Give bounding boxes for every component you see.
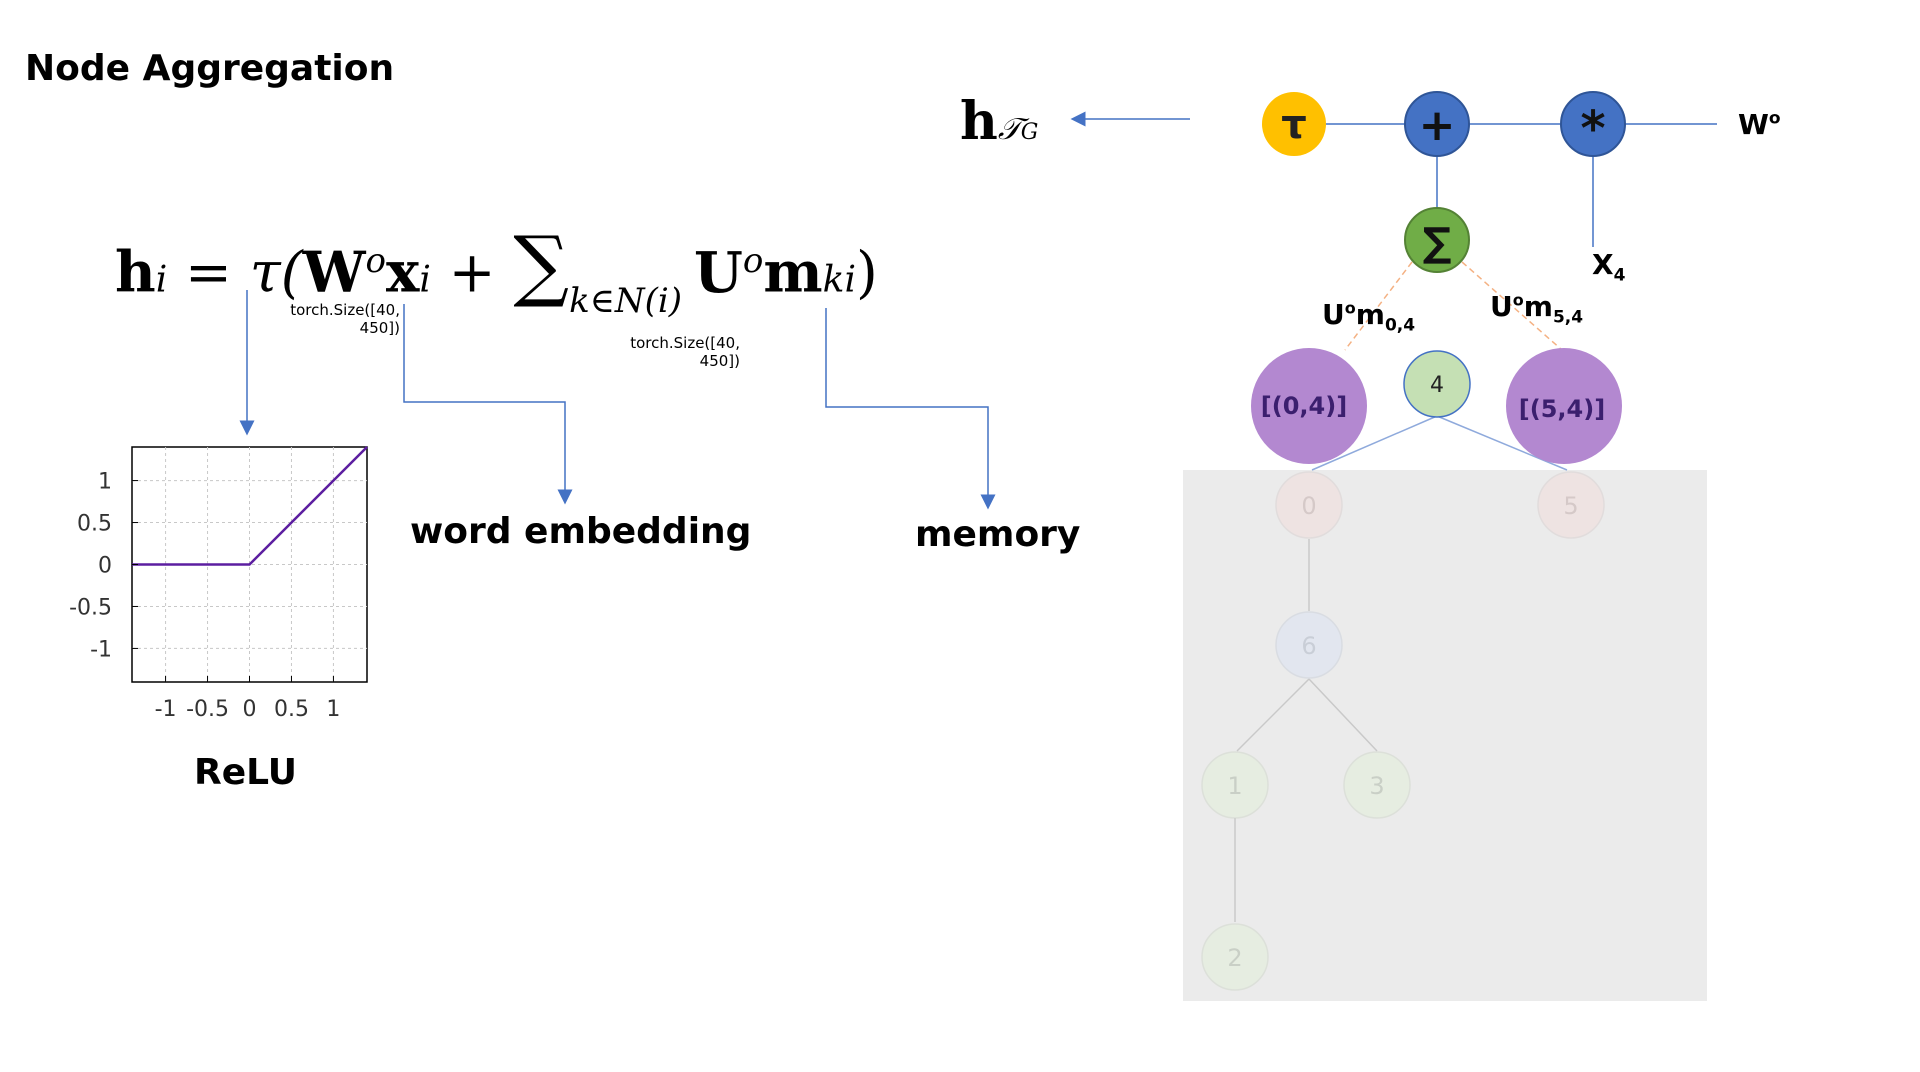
svg-text:∑: ∑ bbox=[1423, 220, 1452, 266]
formula-u: U bbox=[694, 239, 743, 306]
relu-x-tick-label: 0 bbox=[243, 697, 257, 722]
formula-tau: τ( bbox=[249, 240, 303, 306]
plus-node: + bbox=[1404, 91, 1470, 157]
svg-text:1: 1 bbox=[1227, 772, 1242, 800]
formula-x: x bbox=[385, 239, 420, 306]
relu-x-tick-label: -1 bbox=[155, 697, 177, 722]
x4-label: X4 bbox=[1592, 248, 1626, 286]
formula-w-sup: o bbox=[365, 241, 386, 281]
mult-node: * bbox=[1560, 91, 1626, 157]
relu-x-tick-label: 1 bbox=[326, 697, 340, 722]
svg-text:[(5,4)]: [(5,4)] bbox=[1519, 395, 1605, 423]
svg-text:2: 2 bbox=[1227, 944, 1242, 972]
sum-memory-left-edge bbox=[1344, 261, 1413, 351]
node-4: 4 bbox=[1403, 350, 1471, 418]
svg-text:3: 3 bbox=[1369, 772, 1384, 800]
memory-label: memory bbox=[915, 514, 1081, 555]
wo-label: Wo bbox=[1738, 108, 1781, 141]
relu-x-tick-label: 0.5 bbox=[274, 697, 309, 722]
svg-text:τ: τ bbox=[1281, 102, 1307, 148]
svg-text:+: + bbox=[1419, 100, 1456, 151]
x-to-word-embedding-arrow bbox=[403, 304, 573, 505]
svg-text:[(0,4)]: [(0,4)] bbox=[1261, 392, 1347, 420]
formula-m: m bbox=[763, 239, 823, 306]
tree-node-2: 2 bbox=[1201, 923, 1269, 991]
formula-u-sup: o bbox=[742, 241, 764, 281]
torch-size-note-right: torch.Size([40, 450]) bbox=[630, 334, 740, 370]
relu-curve bbox=[132, 446, 368, 566]
formula-plus: + bbox=[430, 240, 514, 306]
svg-text:4: 4 bbox=[1430, 373, 1444, 398]
relu-y-tick-label: -0.5 bbox=[69, 595, 112, 620]
relu-y-tick-label: 1 bbox=[98, 470, 112, 495]
faded-tree-nodes: 0 5 6 1 3 2 bbox=[1201, 471, 1605, 991]
formula: hi = τ(Woxi + ∑k∈N(i)Uomki) bbox=[115, 226, 878, 321]
relu-ticks: 1 0.5 0 -0.5 -1 -1 -0.5 0 0.5 1 bbox=[69, 470, 340, 722]
svg-text:*: * bbox=[1580, 101, 1605, 157]
formula-h: h bbox=[115, 239, 156, 306]
torch-size-note-left: torch.Size([40, 450]) bbox=[290, 301, 400, 337]
formula-m-sub: ki bbox=[822, 259, 856, 301]
svg-text:6: 6 bbox=[1301, 632, 1316, 660]
relu-x-tick-label: -0.5 bbox=[186, 697, 229, 722]
faded-tree-edges bbox=[1234, 539, 1378, 922]
svg-text:5: 5 bbox=[1563, 492, 1578, 520]
uo-m-54-label: Uom5,4 bbox=[1490, 290, 1584, 328]
word-embedding-label: word embedding bbox=[410, 511, 752, 552]
tree-node-1: 1 bbox=[1201, 751, 1269, 819]
tree-background bbox=[1183, 470, 1707, 1001]
formula-sum-sub: k∈N(i) bbox=[569, 280, 683, 321]
m-to-memory-arrow bbox=[825, 308, 996, 510]
formula-close: ) bbox=[855, 240, 878, 306]
uo-m-04-label: Uom0,4 bbox=[1322, 298, 1416, 336]
formula-sum: ∑ bbox=[513, 220, 570, 311]
memory-node-right: [(5,4)] bbox=[1506, 348, 1622, 464]
page-title: Node Aggregation bbox=[25, 48, 395, 89]
relu-y-tick-label: 0.5 bbox=[77, 512, 112, 537]
tau-node: τ bbox=[1262, 92, 1326, 156]
formula-h-sub: i bbox=[155, 259, 168, 301]
output-h-label: h𝒯G bbox=[960, 91, 1039, 152]
formula-w: W bbox=[302, 239, 366, 306]
formula-x-sub: i bbox=[419, 259, 431, 301]
relu-label: ReLU bbox=[194, 752, 298, 793]
node4-node0-edge bbox=[1311, 415, 1438, 471]
relu-y-tick-label: 0 bbox=[98, 554, 112, 579]
sum-node: ∑ bbox=[1404, 207, 1470, 273]
node4-node5-edge bbox=[1436, 415, 1568, 471]
svg-text:0: 0 bbox=[1301, 492, 1316, 520]
formula-eq: = bbox=[167, 240, 250, 306]
memory-node-left: [(0,4)] bbox=[1251, 348, 1367, 464]
tree-node-5: 5 bbox=[1537, 471, 1605, 539]
sum-memory-right-edge bbox=[1461, 261, 1563, 351]
tree-node-3: 3 bbox=[1343, 751, 1411, 819]
tree-node-0: 0 bbox=[1275, 471, 1343, 539]
tree-node-6: 6 bbox=[1275, 611, 1343, 679]
relu-y-tick-label: -1 bbox=[90, 637, 112, 662]
